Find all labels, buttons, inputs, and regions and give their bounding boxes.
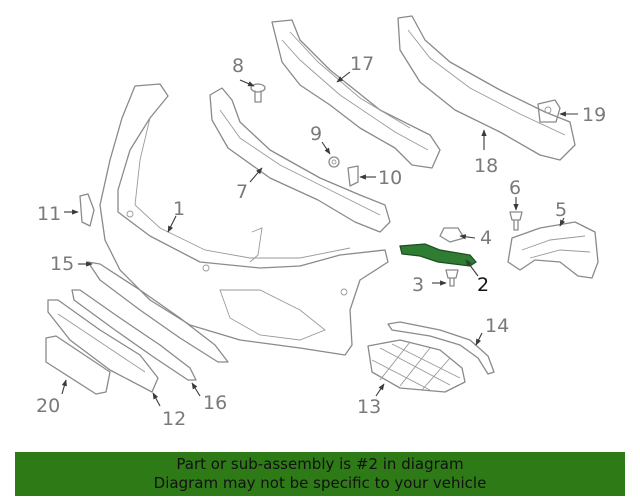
callout-12: 12: [162, 408, 186, 430]
callout-18: 18: [474, 155, 498, 177]
callout-2: 2: [477, 274, 489, 296]
trim-strip-part-15: [87, 261, 229, 363]
bumper-cover-part-1: [99, 83, 389, 356]
bracket-part-19: [537, 99, 561, 123]
callout-4: 4: [480, 227, 492, 249]
callout-19: 19: [582, 104, 606, 126]
lower-grille-part-16: [71, 289, 197, 381]
screw-part-6: [509, 211, 523, 231]
callout-1: 1: [173, 198, 185, 220]
bolt-part-3: [445, 269, 459, 287]
parts-diagram: 1 2 3 4 5 6 7 8 9 10 11 12 13 14 15 16 1…: [36, 15, 606, 430]
cap-part-11: [79, 193, 95, 227]
clip-part-4: [439, 227, 465, 243]
callout-14: 14: [485, 315, 509, 337]
callout-16: 16: [203, 392, 227, 414]
impact-bar-part-17: [271, 19, 441, 169]
callout-5: 5: [555, 199, 567, 221]
banner-line-disclaimer: Diagram may not be specific to your vehi…: [153, 474, 487, 492]
info-banner: Part or sub-assembly is #2 in diagram Di…: [15, 452, 625, 496]
callout-13: 13: [357, 396, 381, 418]
lower-grille-part-12: [47, 299, 159, 393]
leader-lines: [61, 71, 578, 407]
callout-11: 11: [37, 203, 61, 225]
side-bracket-part-5: [507, 221, 599, 279]
bolt-part-8: [250, 83, 266, 103]
callout-17: 17: [350, 53, 374, 75]
banner-line-part-number: Part or sub-assembly is #2 in diagram: [176, 455, 464, 473]
impact-absorber-part-7: [209, 87, 391, 233]
callout-9: 9: [310, 123, 322, 145]
callout-7: 7: [236, 181, 248, 203]
grille-part-13: [367, 339, 466, 393]
callout-8: 8: [232, 55, 244, 77]
reinforcement-bar-part-18: [397, 15, 576, 161]
callout-10: 10: [378, 167, 402, 189]
callout-3: 3: [412, 274, 424, 296]
highlighted-part-2: [399, 243, 477, 267]
license-plate-bracket-part-20: [45, 335, 111, 395]
callout-15: 15: [50, 253, 74, 275]
nut-part-9: [328, 156, 340, 168]
callout-20: 20: [36, 395, 60, 417]
clip-part-10: [347, 165, 359, 187]
trim-part-14: [387, 321, 495, 375]
callout-6: 6: [509, 177, 521, 199]
